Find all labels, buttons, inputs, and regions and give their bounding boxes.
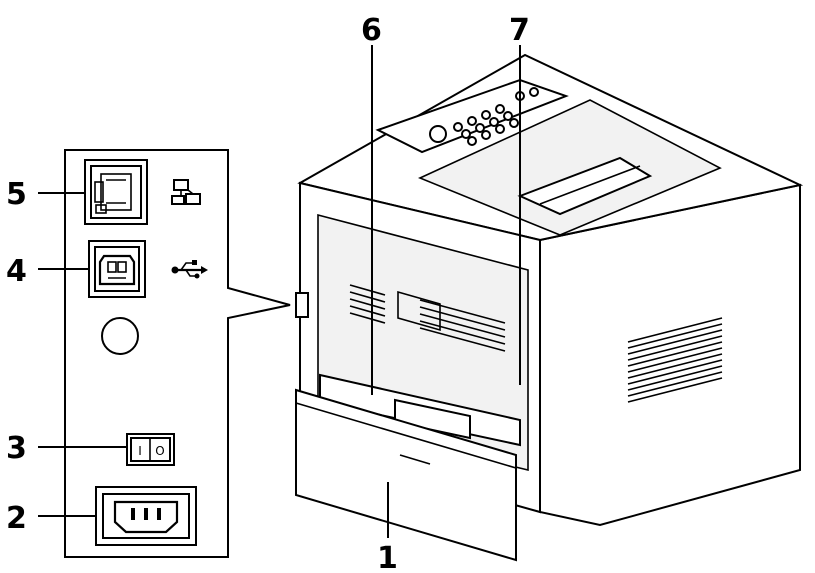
callout-2: 2 bbox=[6, 501, 27, 536]
callout-3: 3 bbox=[6, 431, 27, 466]
callout-6: 6 bbox=[361, 13, 382, 48]
callout-5: 5 bbox=[6, 177, 27, 212]
power-receptacle bbox=[95, 486, 197, 546]
side-vents bbox=[627, 317, 723, 403]
ethernet-port bbox=[84, 159, 148, 225]
power-switch: I O bbox=[126, 433, 175, 466]
ethernet-network-icon bbox=[171, 179, 201, 205]
rear-connector-port bbox=[295, 292, 309, 318]
connector-panel: I O bbox=[64, 149, 291, 558]
printer-body bbox=[295, 53, 804, 562]
round-cover-plug bbox=[101, 317, 139, 355]
usb-icon bbox=[171, 260, 208, 279]
callout-7: 7 bbox=[509, 13, 530, 48]
callout-4: 4 bbox=[6, 254, 27, 289]
leader-lines bbox=[38, 45, 521, 538]
usb-port bbox=[88, 240, 146, 298]
rear-output bbox=[319, 373, 521, 447]
output-tray bbox=[417, 99, 722, 236]
callout-1: 1 bbox=[377, 541, 398, 573]
switch-off-mark: I bbox=[138, 444, 142, 458]
switch-on-mark: O bbox=[155, 444, 164, 458]
paper-tray bbox=[295, 388, 517, 562]
